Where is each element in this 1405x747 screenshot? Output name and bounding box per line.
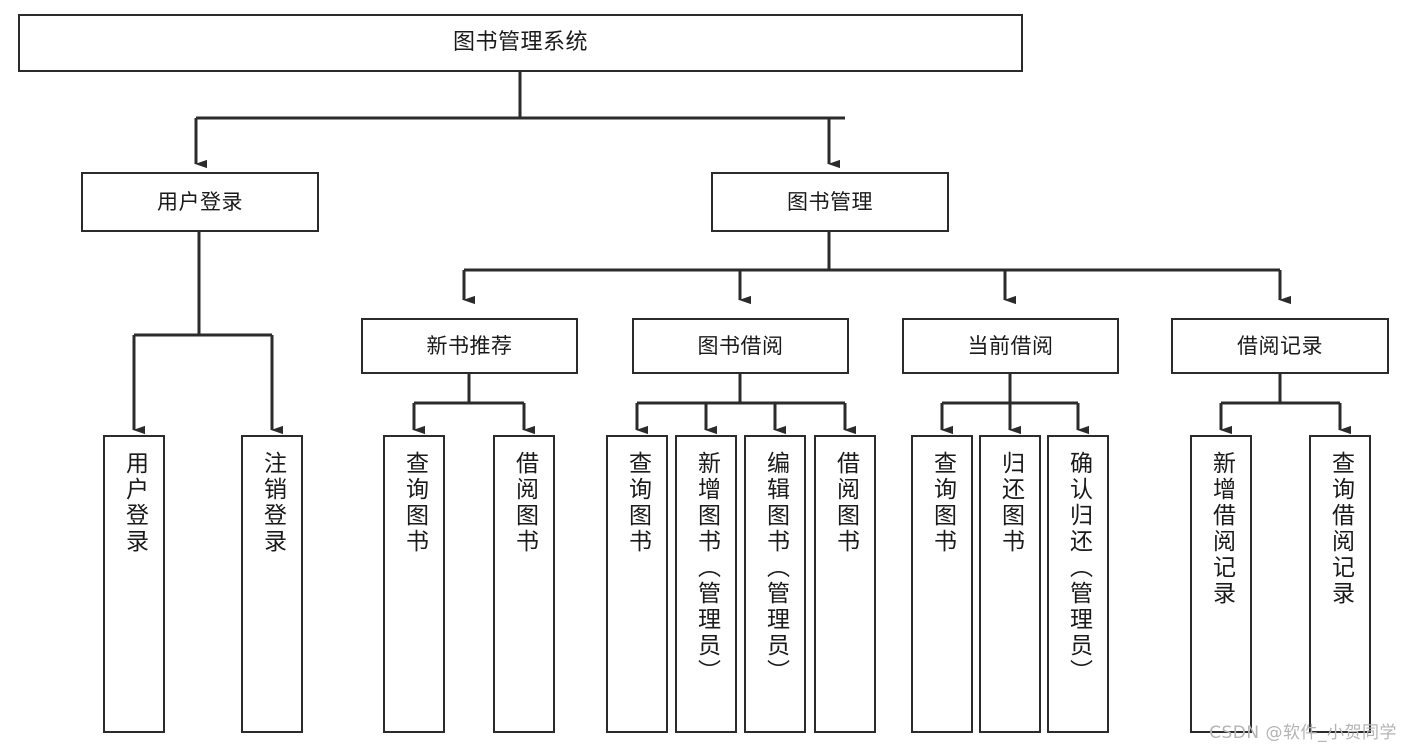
node-leaf-edit-book[interactable]: 编辑图书（管理员） xyxy=(744,435,806,733)
node-label: 查询图书 xyxy=(401,451,428,555)
node-label: 借阅图书 xyxy=(511,451,538,555)
node-label: 借阅图书 xyxy=(832,451,859,555)
node-label: 当前借阅 xyxy=(967,333,1054,358)
node-label: 图书管理 xyxy=(787,189,873,214)
node-label: 编辑图书（管理员） xyxy=(762,451,789,685)
node-label: 查询借阅记录 xyxy=(1327,451,1354,607)
node-book-manage[interactable]: 图书管理 xyxy=(711,172,949,232)
node-label: 新增图书（管理员） xyxy=(693,451,720,685)
node-leaf-user-login[interactable]: 用户登录 xyxy=(103,435,165,733)
node-leaf-add-book[interactable]: 新增图书（管理员） xyxy=(675,435,737,733)
node-leaf-query-book-3[interactable]: 查询图书 xyxy=(911,435,973,733)
node-leaf-query-book-2[interactable]: 查询图书 xyxy=(606,435,668,733)
node-leaf-query-record[interactable]: 查询借阅记录 xyxy=(1309,435,1371,733)
node-label: 用户登录 xyxy=(157,189,243,214)
node-label: 注销登录 xyxy=(259,451,286,555)
node-root-book-management-system[interactable]: 图书管理系统 xyxy=(18,14,1023,72)
node-leaf-add-record[interactable]: 新增借阅记录 xyxy=(1190,435,1252,733)
node-label: 归还图书 xyxy=(997,451,1024,555)
node-label: 查询图书 xyxy=(929,451,956,555)
node-leaf-query-book-1[interactable]: 查询图书 xyxy=(383,435,445,733)
node-leaf-confirm-return[interactable]: 确认归还（管理员） xyxy=(1047,435,1109,733)
node-leaf-borrow-book-2[interactable]: 借阅图书 xyxy=(814,435,876,733)
node-current-borrow[interactable]: 当前借阅 xyxy=(902,318,1119,374)
node-user-login[interactable]: 用户登录 xyxy=(81,172,319,232)
node-label: 查询图书 xyxy=(624,451,651,555)
node-label: 用户登录 xyxy=(121,451,148,555)
node-leaf-return-book[interactable]: 归还图书 xyxy=(979,435,1041,733)
node-leaf-borrow-book-1[interactable]: 借阅图书 xyxy=(493,435,555,733)
node-new-book-recommend[interactable]: 新书推荐 xyxy=(361,318,578,374)
node-label: 图书管理系统 xyxy=(452,30,588,56)
node-leaf-user-logout[interactable]: 注销登录 xyxy=(241,435,303,733)
node-label: 图书借阅 xyxy=(697,333,784,358)
watermark-text: CSDN @软件_小贺同学 xyxy=(1209,723,1397,743)
node-book-borrow[interactable]: 图书借阅 xyxy=(632,318,849,374)
node-label: 借阅记录 xyxy=(1237,333,1323,358)
node-label: 新增借阅记录 xyxy=(1208,451,1235,607)
node-label: 新书推荐 xyxy=(426,333,513,358)
node-label: 确认归还（管理员） xyxy=(1065,451,1092,685)
node-borrow-record[interactable]: 借阅记录 xyxy=(1171,318,1389,374)
